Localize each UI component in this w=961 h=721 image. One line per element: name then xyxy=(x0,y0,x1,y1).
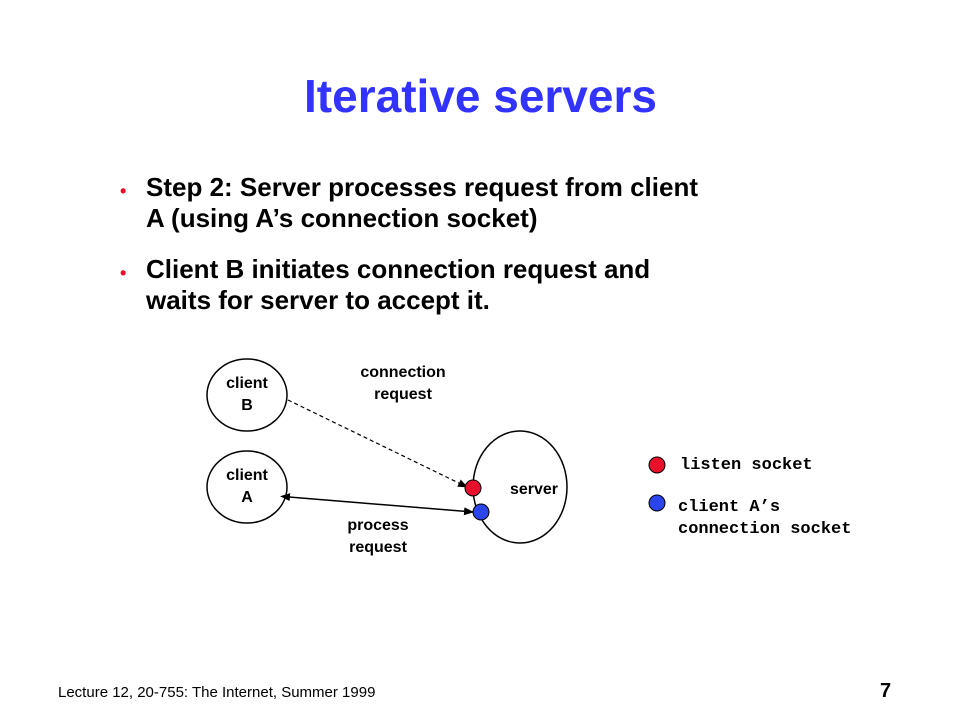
legend-listen-socket-label: listen socket xyxy=(680,456,813,475)
client-b-label: client B xyxy=(207,373,287,417)
bullet-step-2: • Step 2: Server processes request from … xyxy=(118,172,878,234)
footer-text: Lecture 12, 20-755: The Internet, Summer… xyxy=(58,684,376,701)
legend-listen-socket-icon xyxy=(648,456,666,474)
connection-request-line1: connection xyxy=(360,364,446,381)
client-a-label-line2: A xyxy=(241,489,253,506)
process-request-arrow xyxy=(280,493,474,516)
client-b-label-line1: client xyxy=(226,375,268,392)
connection-request-arrow xyxy=(287,399,468,488)
client-b-node xyxy=(206,358,288,432)
client-b-label-line2: B xyxy=(241,397,253,414)
slide-title: Iterative servers xyxy=(304,70,657,122)
process-request-label: process request xyxy=(318,515,438,559)
bullet-dot-icon: • xyxy=(120,181,127,201)
client-a-label: client A xyxy=(207,465,287,509)
listen-socket-icon xyxy=(464,479,482,497)
bullet-line: A (using A’s connection socket) xyxy=(146,203,538,233)
server-label: server xyxy=(509,481,559,498)
connection-socket-icon xyxy=(472,503,490,521)
bullet-dot-icon: • xyxy=(120,263,127,283)
process-request-line1: process xyxy=(347,517,409,534)
legend-connection-socket-icon xyxy=(648,494,666,512)
bullet-line: waits for server to accept it. xyxy=(146,285,490,315)
client-a-label-line1: client xyxy=(226,467,268,484)
legend-connection-line1: client A’s xyxy=(678,498,781,517)
connection-request-label: connection request xyxy=(333,362,473,406)
connection-request-line2: request xyxy=(374,386,432,403)
legend-connection-line2: connection socket xyxy=(678,520,852,539)
bullet-list: • Step 2: Server processes request from … xyxy=(118,172,878,336)
page-number: 7 xyxy=(880,680,892,702)
legend-connection-socket-label: client A’s connection socket xyxy=(678,497,851,541)
client-a-node xyxy=(206,450,288,524)
process-request-line2: request xyxy=(349,539,407,556)
bullet-client-b: • Client B initiates connection request … xyxy=(118,254,878,316)
bullet-line: Client B initiates connection request an… xyxy=(146,254,651,284)
bullet-line: Step 2: Server processes request from cl… xyxy=(146,172,699,202)
